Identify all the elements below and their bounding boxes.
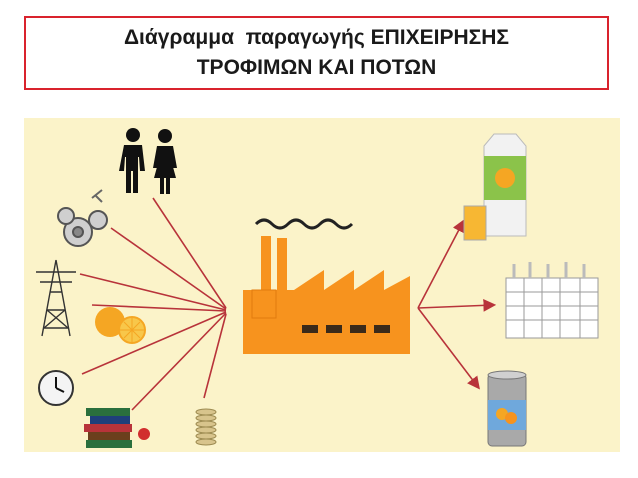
arrow-oranges — [91, 304, 227, 312]
oranges-icon — [95, 307, 146, 344]
arrow-clock — [81, 311, 227, 375]
input-arrows — [79, 197, 227, 411]
arrow-people — [152, 197, 227, 309]
clock-icon — [38, 370, 74, 406]
arrow-gears — [110, 227, 227, 310]
arrow-books — [131, 312, 227, 411]
title-line-2: ΤΡΟΦΙΜΩΝ ΚΑΙ ΠΟΤΩΝ — [196, 56, 437, 79]
arrow-pylon — [79, 273, 227, 311]
gears-icon — [57, 189, 108, 247]
juice-carton-icon — [463, 133, 527, 241]
books-icon — [84, 408, 150, 448]
arrow-to-crate — [417, 298, 497, 312]
title-box: Διάγραμμα παραγωγής ΕΠΙΧΕΙΡΗΣΗΣ ΤΡΟΦΙΜΩΝ… — [24, 16, 609, 90]
people-icon — [119, 128, 177, 194]
title-line-1: Διάγραμμα παραγωγής ΕΠΙΧΕΙΡΗΣΗΣ — [123, 26, 510, 49]
output-arrows — [417, 219, 497, 390]
factory-icon — [243, 218, 410, 354]
power-pylon-icon — [36, 259, 76, 337]
arrow-to-can — [417, 307, 480, 390]
coins-icon — [195, 408, 217, 446]
drink-can-icon — [487, 370, 527, 447]
arrow-to-juice — [417, 219, 465, 309]
bottle-crate-icon — [505, 262, 599, 339]
arrow-coins — [203, 313, 227, 399]
